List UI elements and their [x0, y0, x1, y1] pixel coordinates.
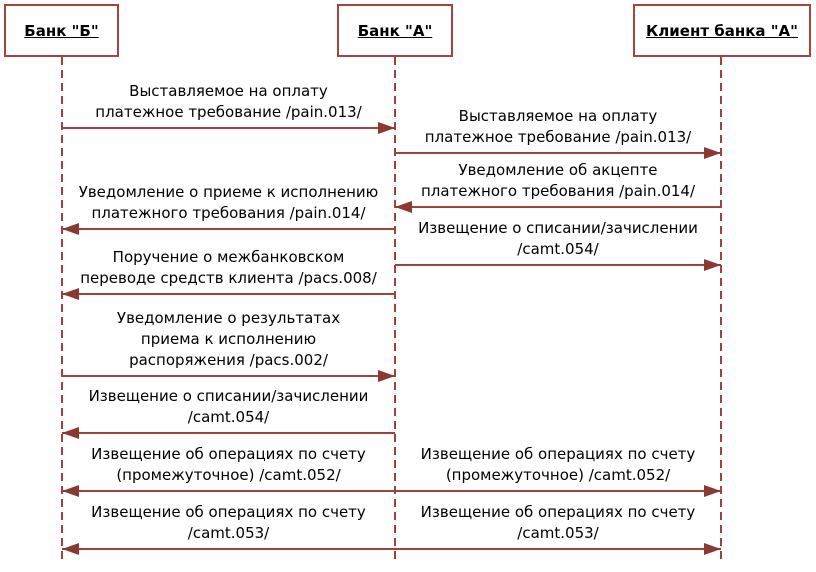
lifeline-bank-b: [61, 57, 63, 564]
message-label: Извещение об операциях по счету (промежу…: [420, 445, 696, 484]
message-line-1: [62, 127, 395, 129]
arrowhead-left-icon: [62, 543, 79, 555]
arrowhead-left-icon: [62, 288, 79, 300]
actor-box-bank-b: Банк "Б": [4, 4, 119, 57]
message-line-7: [62, 375, 395, 377]
message-line-9: [62, 490, 721, 492]
arrowhead-right-icon: [704, 485, 721, 497]
arrowhead-right-icon: [704, 543, 721, 555]
message-line-5: [395, 264, 721, 266]
lifeline-bank-a: [394, 57, 396, 564]
message-label: Извещение о списании/зачислении /camt.05…: [418, 219, 698, 258]
message-line-4: [62, 228, 395, 230]
arrowhead-right-icon: [378, 122, 395, 134]
arrowhead-right-icon: [704, 147, 721, 159]
message-line-2: [395, 152, 721, 154]
message-label: Извещение об операциях по счету /camt.05…: [420, 503, 696, 542]
message-line-8: [62, 432, 395, 434]
message-label: Выставляемое на оплату платежное требова…: [95, 82, 362, 121]
message-line-6: [62, 293, 395, 295]
arrowhead-left-icon: [62, 485, 79, 497]
actor-label-bank-b: Банк "Б": [24, 21, 99, 40]
actor-box-bank-a: Банк "А": [337, 4, 453, 57]
arrowhead-left-icon: [395, 201, 412, 213]
message-label: Уведомление о результатах приема к испол…: [116, 309, 341, 369]
actor-label-client-a: Клиент банка "А": [646, 21, 798, 40]
message-label: Уведомление о приеме к исполнению платеж…: [78, 183, 379, 222]
message-line-10: [62, 548, 721, 550]
message-label: Извещение об операциях по счету /camt.05…: [91, 503, 366, 542]
arrowhead-left-icon: [62, 223, 79, 235]
message-label: Извещение о списании/зачислении /camt.05…: [88, 387, 369, 426]
arrowhead-left-icon: [62, 427, 79, 439]
arrowhead-right-icon: [704, 259, 721, 271]
message-label: Извещение об операциях по счету (промежу…: [91, 445, 366, 484]
message-line-3: [395, 206, 721, 208]
actor-label-bank-a: Банк "А": [357, 21, 433, 40]
message-label: Поручение о межбанковском переводе средс…: [80, 248, 377, 287]
lifeline-client-a: [720, 57, 722, 564]
message-label: Выставляемое на оплату платежное требова…: [424, 107, 692, 146]
actor-box-client-a: Клиент банка "А": [633, 4, 811, 57]
arrowhead-right-icon: [378, 370, 395, 382]
message-label: Уведомление об акцепте платежного требов…: [420, 161, 696, 200]
